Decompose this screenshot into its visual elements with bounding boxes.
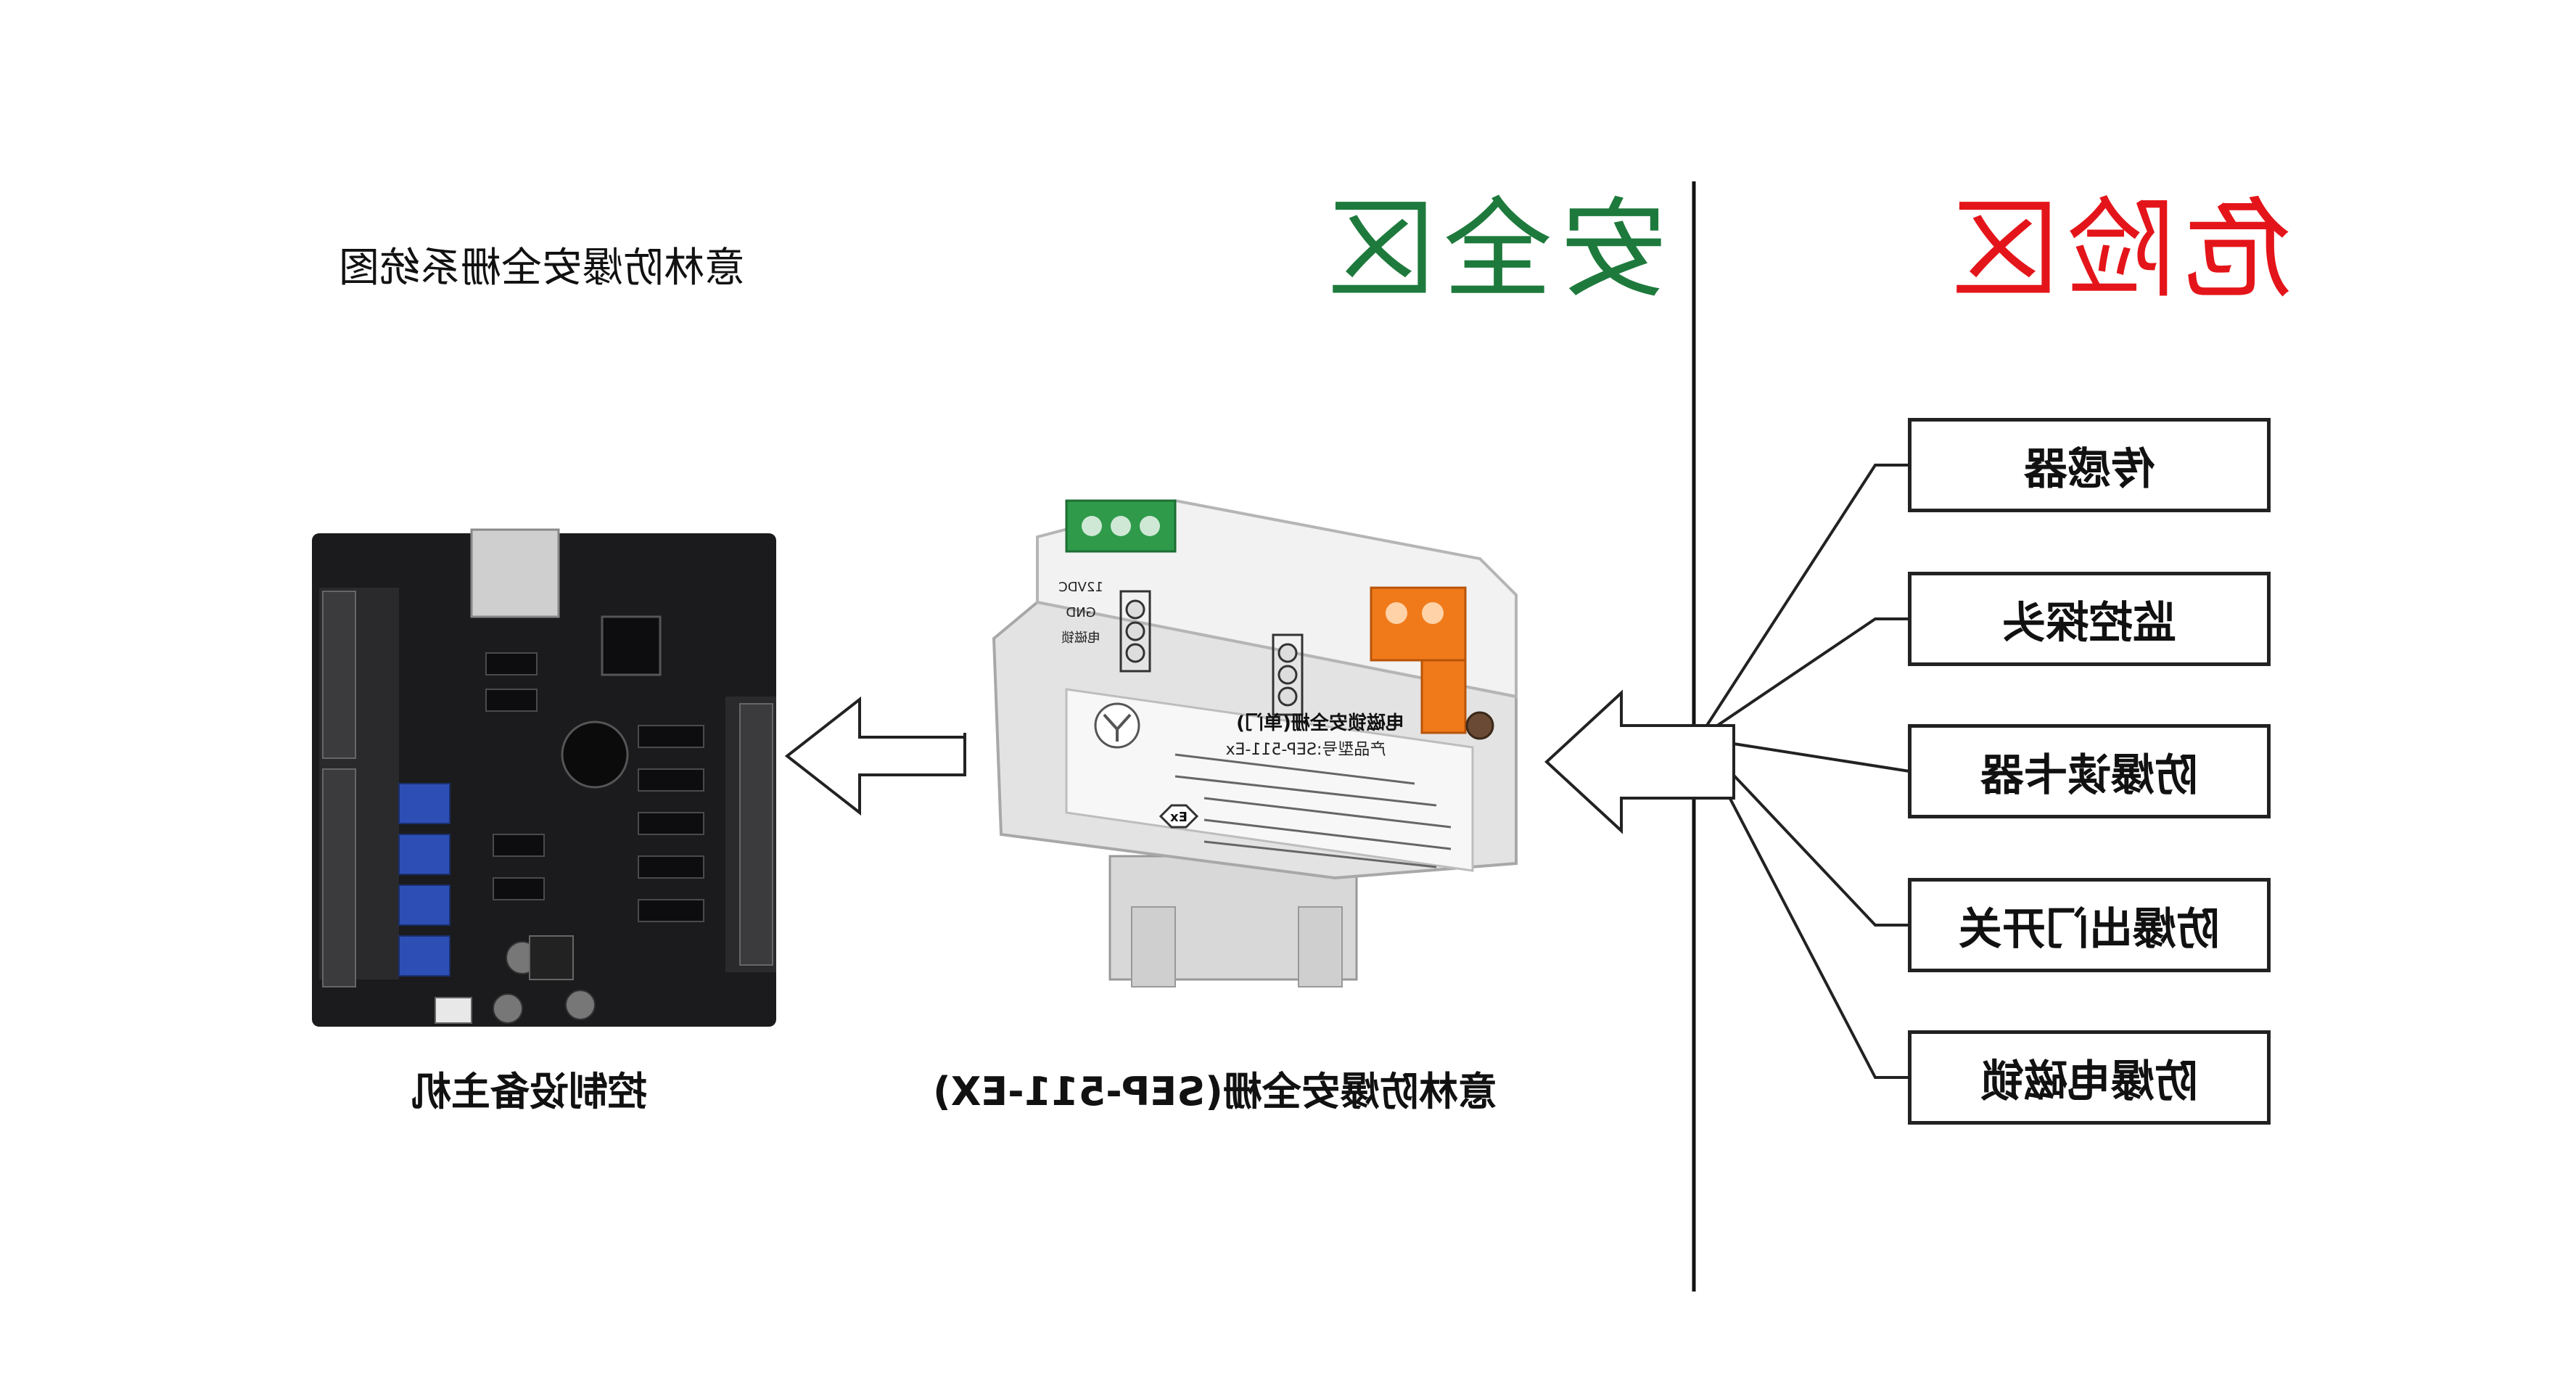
power-socket	[435, 997, 472, 1024]
terminal-green	[1065, 499, 1177, 553]
hazard-device-label: 传感器	[2024, 443, 2155, 495]
diagram-title-text: 意林防爆安全栅系统图	[339, 245, 745, 292]
terminal-frame-left	[1119, 590, 1151, 673]
connector-line	[1700, 739, 1909, 927]
hazard-device-box-sensor: 传感器	[1908, 418, 2271, 512]
rj45-jack	[470, 528, 560, 618]
arrow-to-controller	[784, 696, 966, 816]
label-small-print	[1174, 753, 1452, 868]
barrier-module-image	[992, 498, 1518, 987]
barrier-label-model: 产品型号:SEP-511-Ex	[1226, 741, 1386, 759]
hazard-device-label: 防爆出门开关	[1959, 903, 2220, 955]
connector-line	[1700, 742, 1909, 1079]
danger-zone-text: 危险区	[1944, 187, 2293, 313]
connector-line	[1700, 464, 1909, 736]
barrier-caption-text: 意林防爆安全栅(SEP-511-EX)	[933, 1069, 1497, 1114]
danger-zone-heading: 危险区	[1944, 187, 2292, 313]
safe-zone-text: 安全区	[1320, 187, 1669, 313]
terminal-lock-label: 电磁锁	[1061, 631, 1100, 646]
barrier-label-name: 电磁锁安全栅(单门)	[1236, 712, 1404, 734]
terminal-frame-right	[1272, 633, 1304, 716]
ex-mark-label: Ex	[1170, 810, 1188, 825]
terminal-block-left	[322, 591, 356, 987]
mount-hole	[1465, 711, 1494, 740]
hazard-device-label: 监控探头	[2002, 597, 2176, 649]
hazard-device-label: 防爆电磁锁	[1980, 1056, 2198, 1107]
connector-line	[1700, 617, 1909, 738]
connector-line	[1700, 737, 1910, 773]
arrow-to-barrier	[1544, 689, 1735, 834]
barrier-label-panel	[1065, 688, 1474, 872]
relay-bank	[398, 783, 450, 977]
controller-caption: 控制设备主机	[377, 1059, 682, 1125]
screw-terminals	[1125, 599, 1298, 707]
controller-board-image	[312, 528, 776, 1027]
terminal-orange	[1370, 586, 1467, 734]
mcu-chip	[601, 615, 662, 676]
brand-logo	[1094, 702, 1140, 749]
terminal-block-right	[739, 703, 773, 966]
terminal-power-label: 12VDC	[1058, 580, 1103, 595]
hazard-device-label: 防爆读卡器	[1980, 750, 2198, 801]
hazard-device-box-exit-switch: 防爆出门开关	[1908, 878, 2271, 972]
buzzer	[561, 720, 629, 789]
hazard-device-box-camera: 监控探头	[1908, 572, 2271, 666]
safe-zone-heading: 安全区	[1320, 187, 1668, 313]
terminal-gnd-label: GND	[1066, 605, 1095, 620]
hazard-device-box-card-reader: 防爆读卡器	[1908, 724, 2271, 818]
ic-row	[485, 652, 704, 922]
hazard-connector-lines	[1700, 464, 1910, 1079]
controller-caption-text: 控制设备主机	[412, 1069, 647, 1114]
ex-mark	[1159, 804, 1199, 829]
inductor	[529, 935, 574, 980]
barrier-caption: 意林防爆安全栅(SEP-511-EX)	[900, 1059, 1531, 1125]
hazard-device-box-magnetic-lock: 防爆电磁锁	[1908, 1030, 2271, 1125]
diagram-title: 意林防爆安全栅系统图	[317, 239, 767, 297]
